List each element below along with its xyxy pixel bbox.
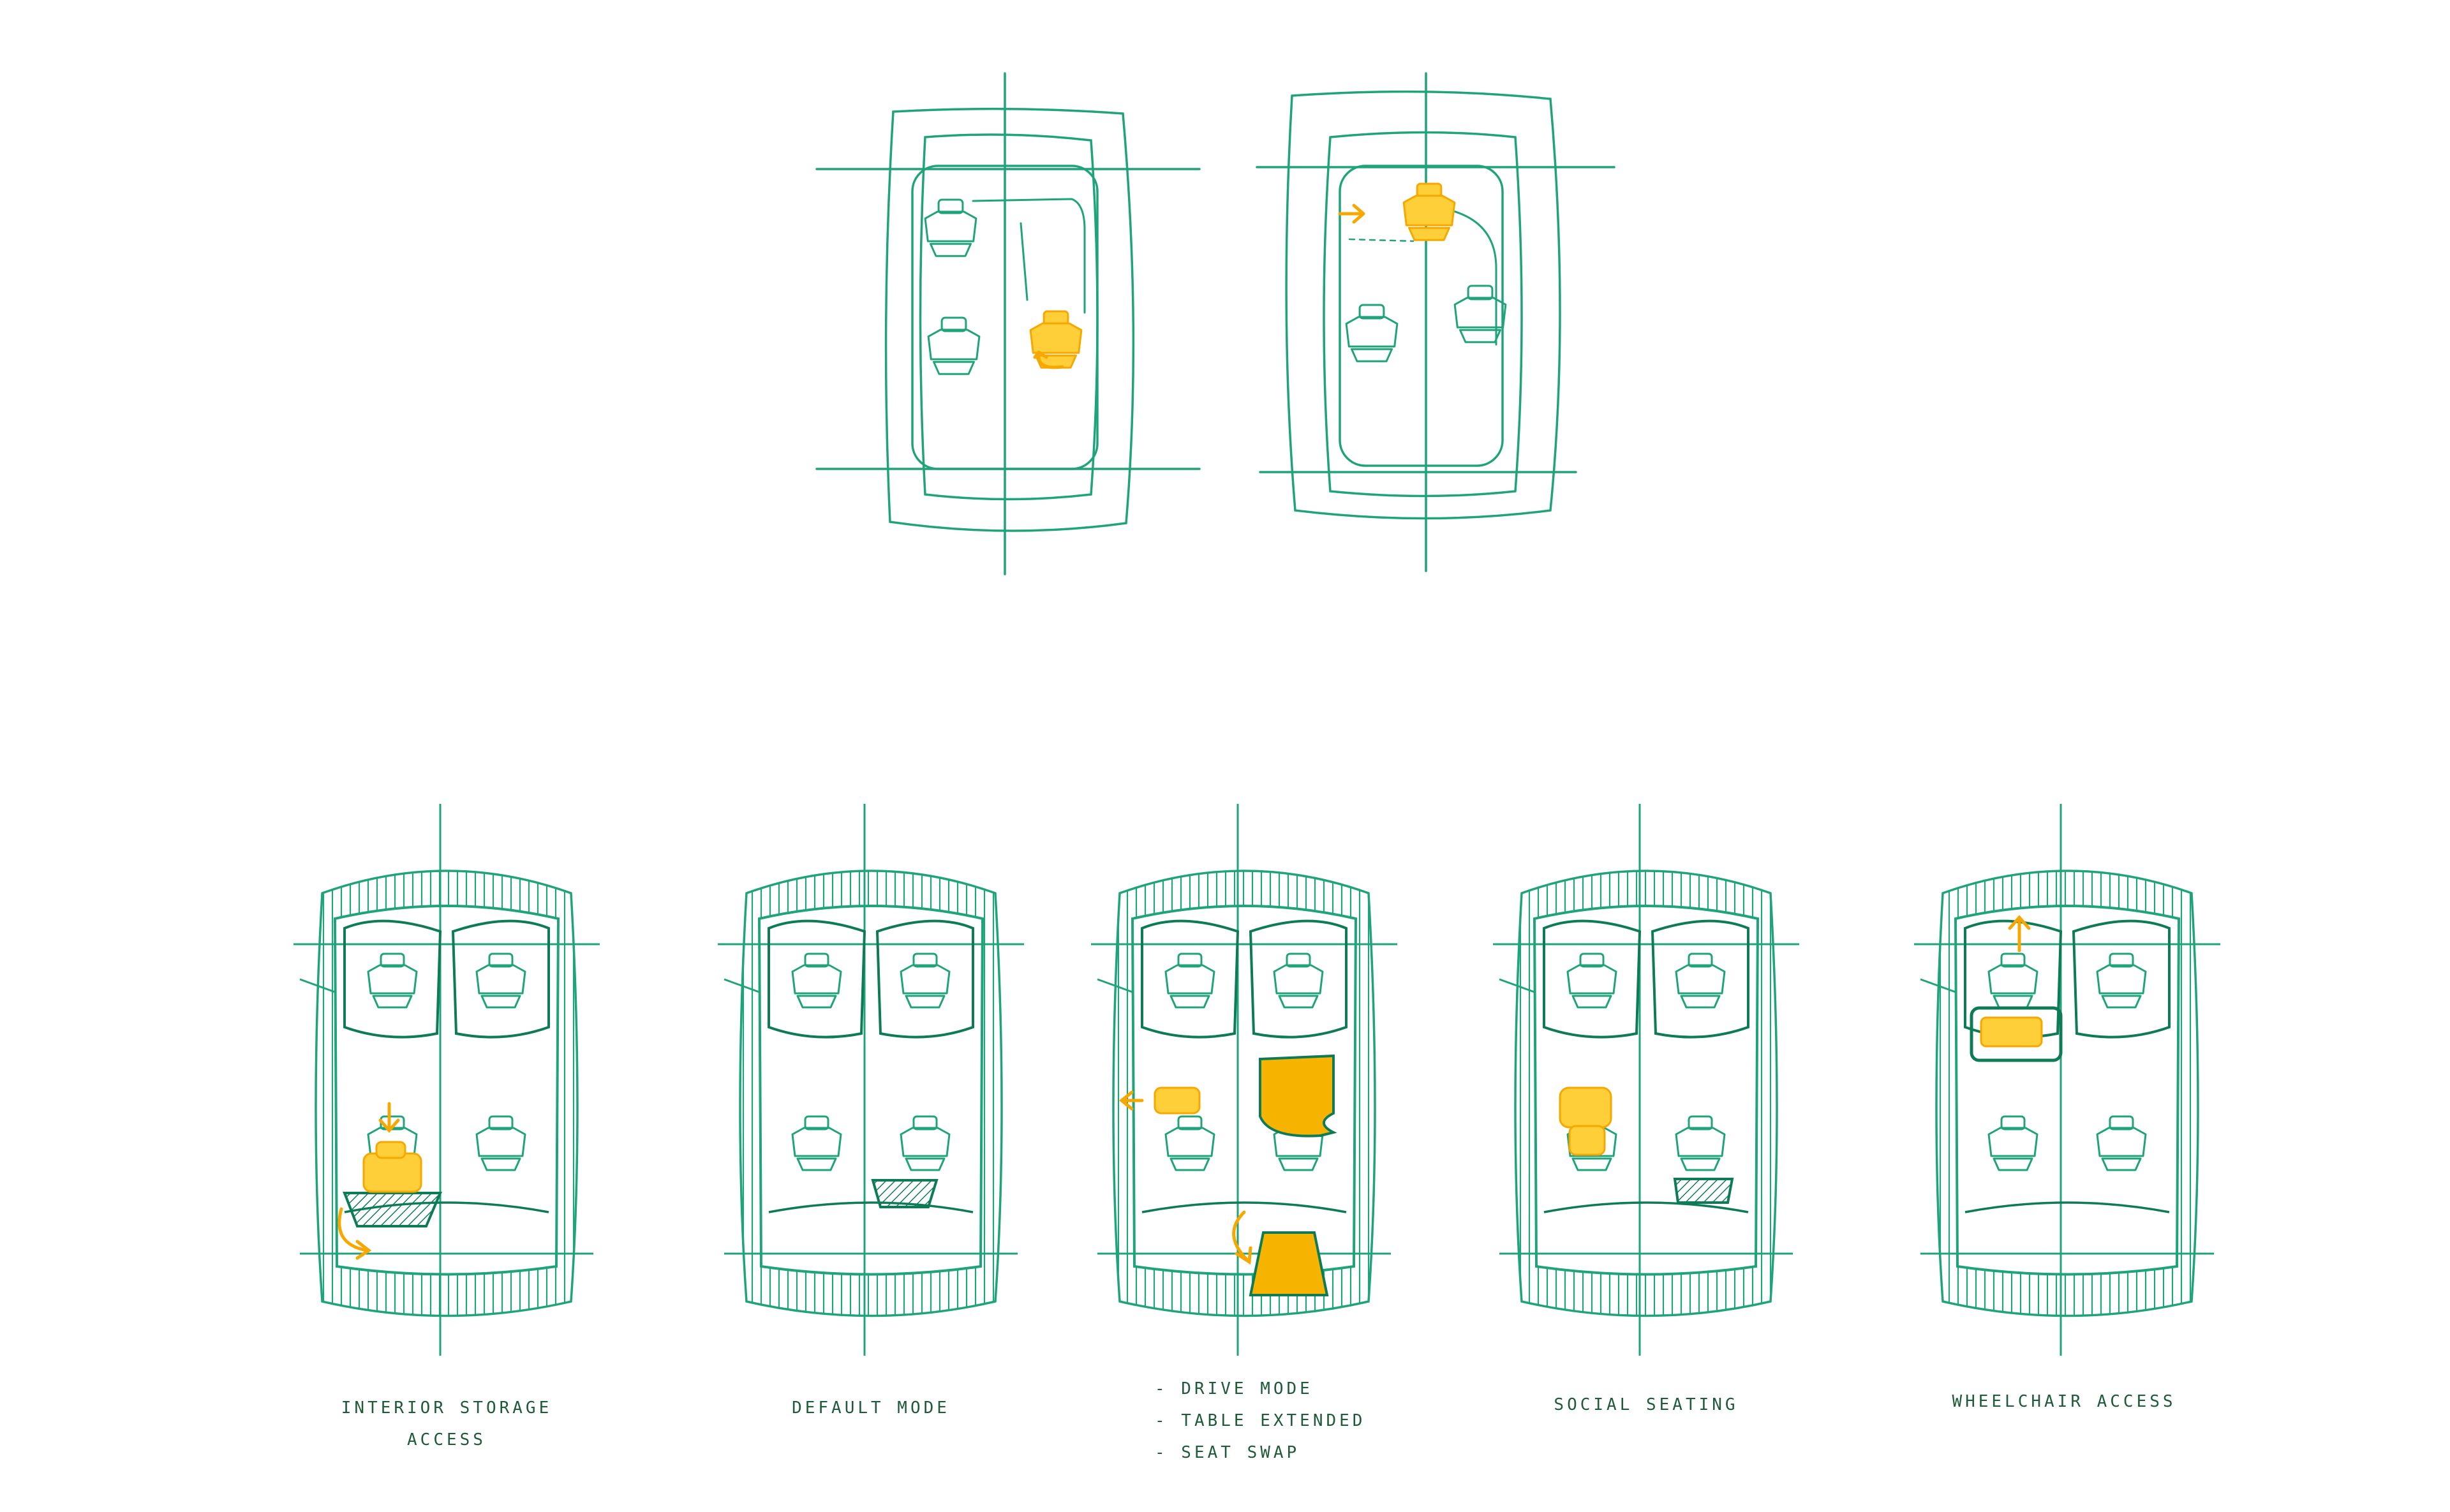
- seat-icon: [1987, 1115, 2038, 1171]
- layout-wheelchair-access: [1914, 804, 2220, 1356]
- caption-social-seating: SOCIAL SEATING: [1554, 1395, 1738, 1414]
- seat-icon: [900, 952, 951, 1009]
- seat-icon: [2096, 952, 2147, 1009]
- top-orange-arrows: [1033, 204, 1365, 369]
- top-left-layout: [815, 72, 1201, 575]
- layout-default-mode: [718, 804, 1024, 1356]
- caption-drive-mode-item2: - TABLE EXTENDED: [1155, 1411, 1365, 1430]
- seat-icon: [1345, 304, 1399, 362]
- seat-icon: [1566, 952, 1617, 1009]
- seat-icon: [1164, 1115, 1215, 1171]
- seat-icon: [475, 1115, 526, 1171]
- caption-drive-mode-item1: - DRIVE MODE: [1155, 1379, 1313, 1398]
- caption-interior-storage-line2: ACCESS: [407, 1430, 486, 1449]
- bottom-layouts: [293, 804, 2220, 1356]
- caption-drive-mode-item3: - SEAT SWAP: [1155, 1443, 1300, 1462]
- captions: INTERIOR STORAGE ACCESS DEFAULT MODE - D…: [341, 1379, 2176, 1462]
- caption-interior-storage-line1: INTERIOR STORAGE: [341, 1398, 552, 1418]
- seat-icon: [924, 198, 977, 257]
- seat-icon: [927, 316, 981, 375]
- seat-icon: [475, 952, 526, 1009]
- seat-icon: [791, 1115, 842, 1171]
- seat-icon: [1453, 285, 1507, 343]
- top-right-seats: [1345, 182, 1507, 362]
- seat-icon: [1164, 952, 1215, 1009]
- seat-icon: [367, 952, 418, 1009]
- seat-icon: [900, 1115, 951, 1171]
- layout-interior-storage: [293, 804, 600, 1356]
- top-left-seats: [924, 198, 1083, 375]
- layout-social-seating: [1493, 804, 1799, 1356]
- layout-drive-mode: [1091, 804, 1397, 1356]
- caption-default-mode: DEFAULT MODE: [792, 1398, 950, 1418]
- seat-icon: [2096, 1115, 2147, 1171]
- caption-wheelchair-access: WHEELCHAIR ACCESS: [1952, 1392, 2176, 1411]
- seat-icon: [791, 952, 842, 1009]
- seat-icon: [1675, 1115, 1726, 1171]
- seat-icon: [1675, 952, 1726, 1009]
- top-right-layout: [1256, 72, 1615, 572]
- seat-icon: [1402, 182, 1456, 241]
- seat-icon: [1273, 952, 1324, 1009]
- bottom-highlights: [338, 915, 2063, 1296]
